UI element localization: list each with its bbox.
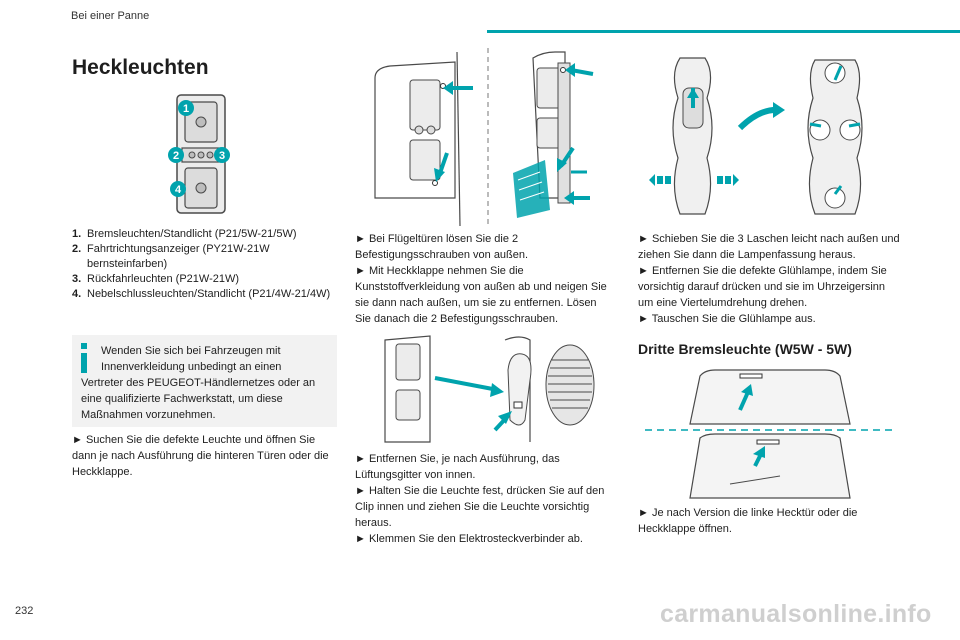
third-brake-light-illustration: [645, 369, 895, 499]
info-icon: [80, 343, 88, 373]
lamp-number-2: 2: [173, 150, 179, 162]
header-accent-bar: [487, 30, 960, 33]
list-item: 2.Fahrtrichtungsanzeiger (PY21W-21W bern…: [72, 243, 270, 270]
list-item: 4.Nebelschlussleuchten/Standlicht (P21/4…: [72, 288, 331, 300]
rear-door-illustration: [374, 48, 594, 227]
ventilation-grille-illustration: [384, 335, 595, 443]
info-box: Wenden Sie sich bei Fahrzeugen mit Innen…: [72, 335, 337, 427]
instruction-open-doors: ► Suchen Sie die defekte Leuchte und öff…: [72, 434, 329, 478]
page-number: 232: [15, 605, 34, 617]
subsection-title: Dritte Bremsleuchte (W5W - 5W): [638, 341, 852, 357]
lamp-number-3: 3: [219, 150, 225, 162]
info-text: Wenden Sie sich bei Fahrzeugen mit Innen…: [81, 345, 316, 421]
bulb-list: 1.Bremsleuchten/Standlicht (P21/5W-21/5W…: [72, 227, 337, 302]
instruction-remove-grille: ► Entfernen Sie, je nach Ausführung, das…: [355, 453, 605, 545]
list-item: 1.Bremsleuchten/Standlicht (P21/5W-21/5W…: [72, 228, 297, 240]
lamp-cluster-illustration: 1 2 3 4: [168, 94, 230, 214]
instruction-remove-screws: ► Bei Flügeltüren lösen Sie die 2 Befest…: [355, 233, 607, 325]
lamp-holder-illustration: [649, 57, 863, 215]
page-title: Heckleuchten: [72, 56, 209, 79]
section-label: Bei einer Panne: [71, 10, 150, 22]
list-item: 3.Rückfahrleuchten (P21W-21W): [72, 273, 240, 285]
lamp-number-1: 1: [183, 103, 189, 115]
instruction-open-door-third-light: ► Je nach Version die linke Hecktür oder…: [638, 507, 858, 535]
lamp-number-4: 4: [175, 184, 182, 196]
footer-watermark[interactable]: carmanualsonline.info: [660, 600, 932, 628]
instruction-replace-bulb: ► Schieben Sie die 3 Laschen leicht nach…: [638, 233, 900, 325]
